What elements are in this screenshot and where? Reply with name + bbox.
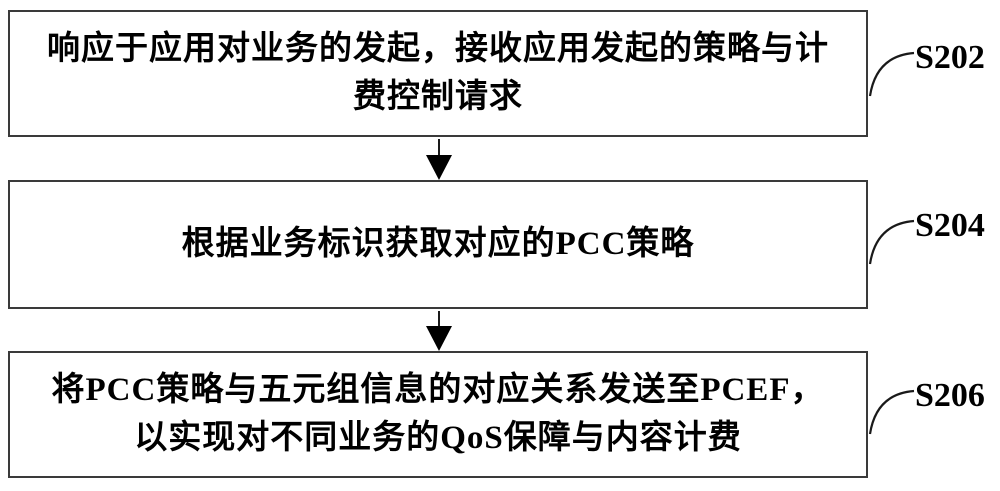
step-text-line: 根据业务标识获取对应的PCC策略 (181, 225, 695, 262)
arrow-head (426, 155, 452, 180)
step-text-line: 将PCC策略与五元组信息的对应关系发送至PCEF， (51, 371, 825, 408)
label-connector-curve (866, 46, 916, 98)
label-connector-curve (866, 214, 916, 266)
step-label-s204: S204 (915, 207, 985, 244)
step-text-line: 响应于应用对业务的发起，接收应用发起的策略与计 (47, 30, 829, 67)
arrow-head (426, 326, 452, 351)
step-label-s206: S206 (915, 377, 985, 414)
down-arrow-icon (426, 311, 453, 351)
step-label-s202: S202 (915, 39, 985, 76)
step-box-s202: 响应于应用对业务的发起，接收应用发起的策略与计 费控制请求 (8, 10, 868, 137)
step-text-line: 以实现对不同业务的QoS保障与内容计费 (134, 419, 742, 456)
step-box-s206: 将PCC策略与五元组信息的对应关系发送至PCEF， 以实现对不同业务的QoS保障… (8, 351, 868, 478)
label-connector-curve (866, 384, 916, 436)
arrow-shaft (438, 311, 440, 333)
down-arrow-icon (426, 139, 453, 180)
arrow-shaft (438, 139, 440, 162)
step-box-s204: 根据业务标识获取对应的PCC策略 (8, 180, 868, 309)
step-text-line: 费控制请求 (353, 78, 523, 115)
